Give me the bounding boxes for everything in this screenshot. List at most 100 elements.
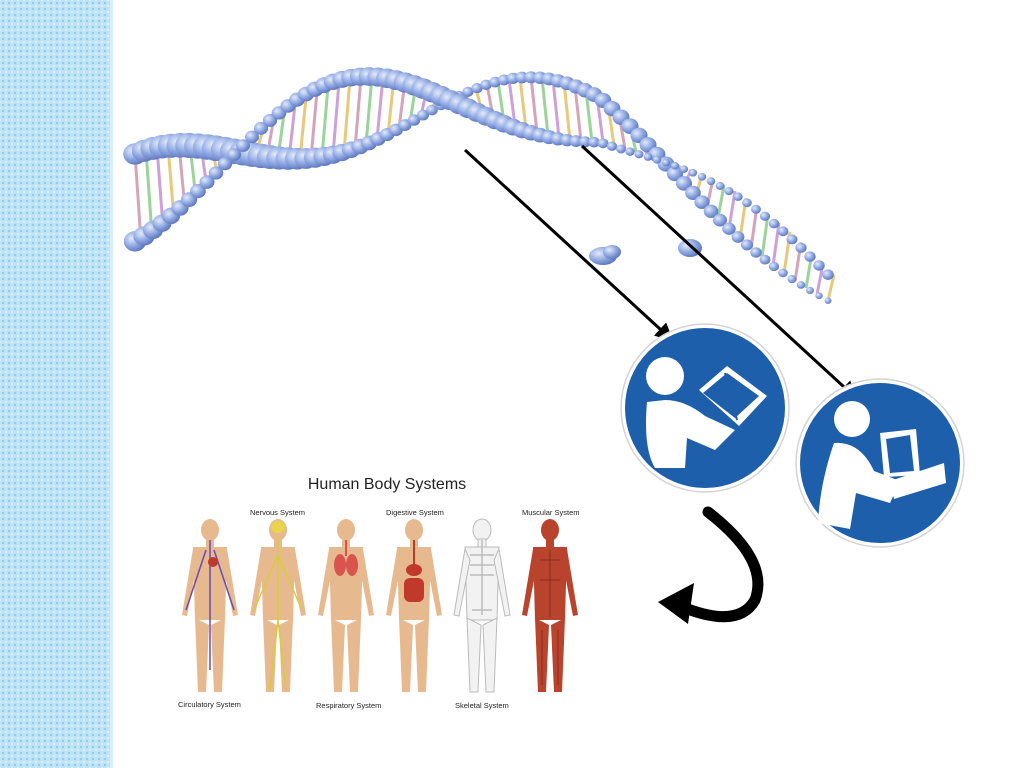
- dna-bead: [751, 204, 761, 214]
- label-circulatory: Circulatory System: [178, 700, 241, 709]
- body-figure-muscular: [522, 519, 578, 692]
- dna-bead: [661, 158, 671, 167]
- dna-rung: [562, 82, 572, 140]
- dna-bead: [787, 274, 797, 284]
- dna-bead: [813, 260, 825, 271]
- label-skeletal: Skeletal System: [455, 701, 509, 710]
- dna-bead: [768, 261, 780, 272]
- dna-rung: [133, 153, 143, 242]
- dna-bead: [643, 153, 653, 161]
- dna-bead: [462, 86, 474, 97]
- dna-bead: [236, 139, 250, 152]
- dna-bead: [208, 166, 224, 180]
- label-nervous: Nervous System: [250, 508, 306, 517]
- dna-rung: [353, 77, 363, 149]
- dna-bead: [217, 157, 233, 171]
- body-figures: [182, 518, 578, 693]
- dna-rung: [716, 184, 726, 219]
- dna-bead: [606, 141, 618, 151]
- dna-bead: [634, 150, 644, 159]
- dna-rung: [309, 91, 319, 159]
- label-digestive: Digestive System: [386, 508, 444, 517]
- dna-rung: [155, 147, 165, 228]
- dna-bead: [777, 226, 789, 237]
- dna-rung: [573, 85, 583, 142]
- dna-rung: [144, 150, 154, 235]
- dna-bead: [652, 155, 662, 164]
- dna-bead: [670, 162, 680, 170]
- dna-bead: [742, 198, 752, 208]
- dna-bead: [426, 104, 438, 116]
- dna-bead: [245, 130, 259, 144]
- dna-bead: [759, 254, 771, 265]
- dna-bead: [471, 82, 483, 94]
- dna-bead: [679, 165, 689, 173]
- dna-bead: [750, 247, 762, 258]
- dna-rung: [771, 222, 781, 266]
- reading-person-icon: [795, 378, 965, 548]
- dna-bead: [616, 144, 626, 154]
- dna-rung: [540, 77, 550, 136]
- dna-helix: [123, 67, 836, 304]
- dna-rung: [584, 90, 594, 142]
- dna-bead: [768, 218, 780, 229]
- dna-bead: [759, 211, 771, 221]
- dna-rung: [529, 77, 539, 133]
- dna-bead: [588, 136, 600, 148]
- dna-bead: [815, 292, 823, 300]
- dna-bead: [625, 147, 635, 156]
- dna-rung: [375, 76, 385, 140]
- dna-bead: [804, 251, 816, 262]
- dna-rung: [320, 85, 330, 157]
- dna-rung: [518, 77, 528, 130]
- dna-bead: [786, 234, 798, 245]
- dna-bead: [417, 109, 429, 121]
- dna-bead: [407, 114, 421, 126]
- dna-bead: [697, 172, 707, 181]
- dna-bead: [740, 239, 754, 251]
- body-figure-skeletal: [453, 518, 511, 693]
- curved-return-arrow: [674, 506, 764, 623]
- body-figure-circulatory: [182, 519, 238, 692]
- dna-bead: [824, 297, 832, 304]
- dna-bead: [253, 121, 269, 135]
- dna-bead: [724, 187, 734, 196]
- panel-title: Human Body Systems: [307, 476, 467, 493]
- dna-rung: [507, 78, 517, 126]
- dna-rung: [826, 274, 836, 302]
- dna-rung: [551, 79, 561, 139]
- body-systems-panel: Human Body Systems Circulatory System Ne…: [170, 470, 590, 720]
- dna-bead: [706, 177, 716, 186]
- dna-rung: [364, 76, 374, 145]
- dna-bead: [489, 76, 501, 88]
- curved-arrow-head: [658, 583, 694, 624]
- reading-person-icon: [620, 323, 790, 493]
- dna-bead: [480, 79, 492, 91]
- dna-bead: [712, 213, 728, 227]
- dna-bead: [190, 183, 206, 199]
- dna-rung: [342, 78, 352, 153]
- dna-bead: [806, 286, 814, 295]
- dna-bead: [703, 204, 719, 218]
- body-figure-respiratory: [318, 519, 374, 692]
- decorative-sidebar: [0, 0, 113, 768]
- label-respiratory: Respiratory System: [316, 701, 382, 710]
- dna-rung: [760, 213, 770, 258]
- dna-bead: [733, 192, 743, 201]
- dna-bead: [199, 175, 215, 189]
- dna-bead: [578, 136, 592, 148]
- body-figure-nervous: [250, 519, 306, 692]
- dna-bead: [597, 138, 609, 149]
- dna-bead: [822, 269, 834, 280]
- dna-bead: [796, 281, 806, 289]
- dna-bead: [715, 181, 725, 190]
- dna-bead: [226, 148, 242, 161]
- dna-fragment-icon: [589, 245, 621, 265]
- dna-bead: [569, 135, 583, 147]
- body-figure-digestive: [386, 519, 442, 692]
- dna-bead: [685, 185, 701, 200]
- dna-bead: [666, 166, 684, 182]
- dna-bead: [795, 242, 807, 253]
- label-muscular: Muscular System: [522, 508, 580, 517]
